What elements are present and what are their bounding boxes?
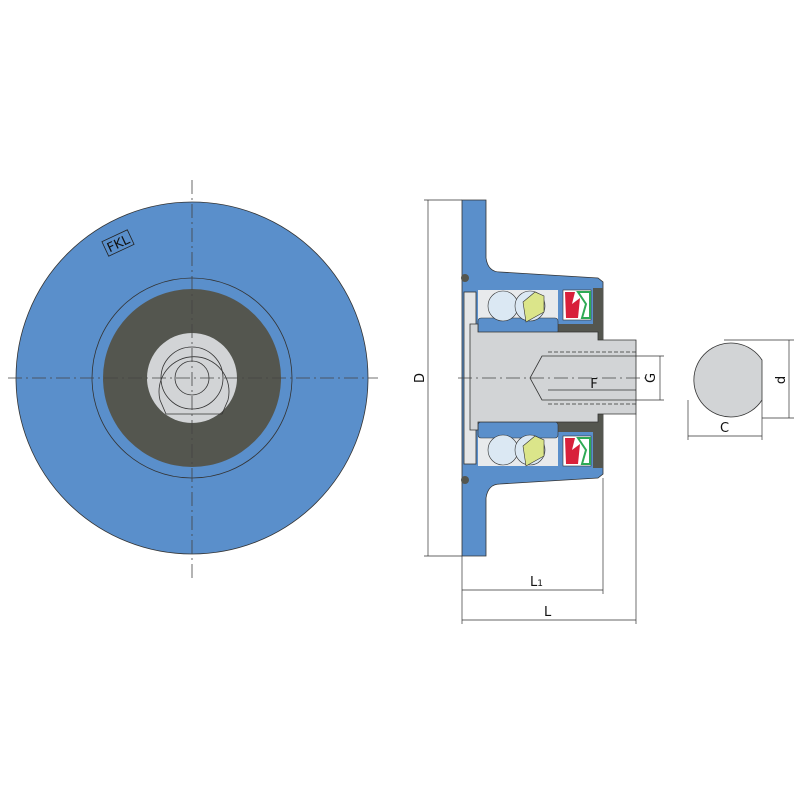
seal-bottom (562, 435, 592, 467)
axle-shaft (469, 323, 637, 431)
axle-flat-profile (693, 342, 763, 418)
front-view: FKL (8, 180, 378, 578)
dimensions (424, 199, 664, 624)
dim-L-label: L (544, 605, 552, 620)
cage-bottom (522, 435, 545, 467)
dim-d-label: d (774, 376, 789, 384)
ball-bottom-1 (487, 434, 519, 466)
dim-G-label: G (644, 373, 659, 383)
ball-top-1 (487, 290, 519, 322)
seal-top (562, 289, 592, 321)
cage-top (522, 291, 545, 323)
inner-race-bottom (477, 421, 559, 439)
section-view (458, 199, 650, 557)
dim-D-label: D (413, 373, 428, 383)
dim-L1-label: L1 (530, 575, 543, 590)
o-ring-top (461, 274, 469, 282)
o-ring-bottom (461, 476, 469, 484)
seal-cap-bottom (593, 428, 603, 468)
axle-cross-section: C d (687, 339, 794, 440)
dim-C-label: C (720, 421, 729, 436)
seal-cap-top (593, 288, 603, 328)
dim-F-label: F (590, 377, 597, 392)
